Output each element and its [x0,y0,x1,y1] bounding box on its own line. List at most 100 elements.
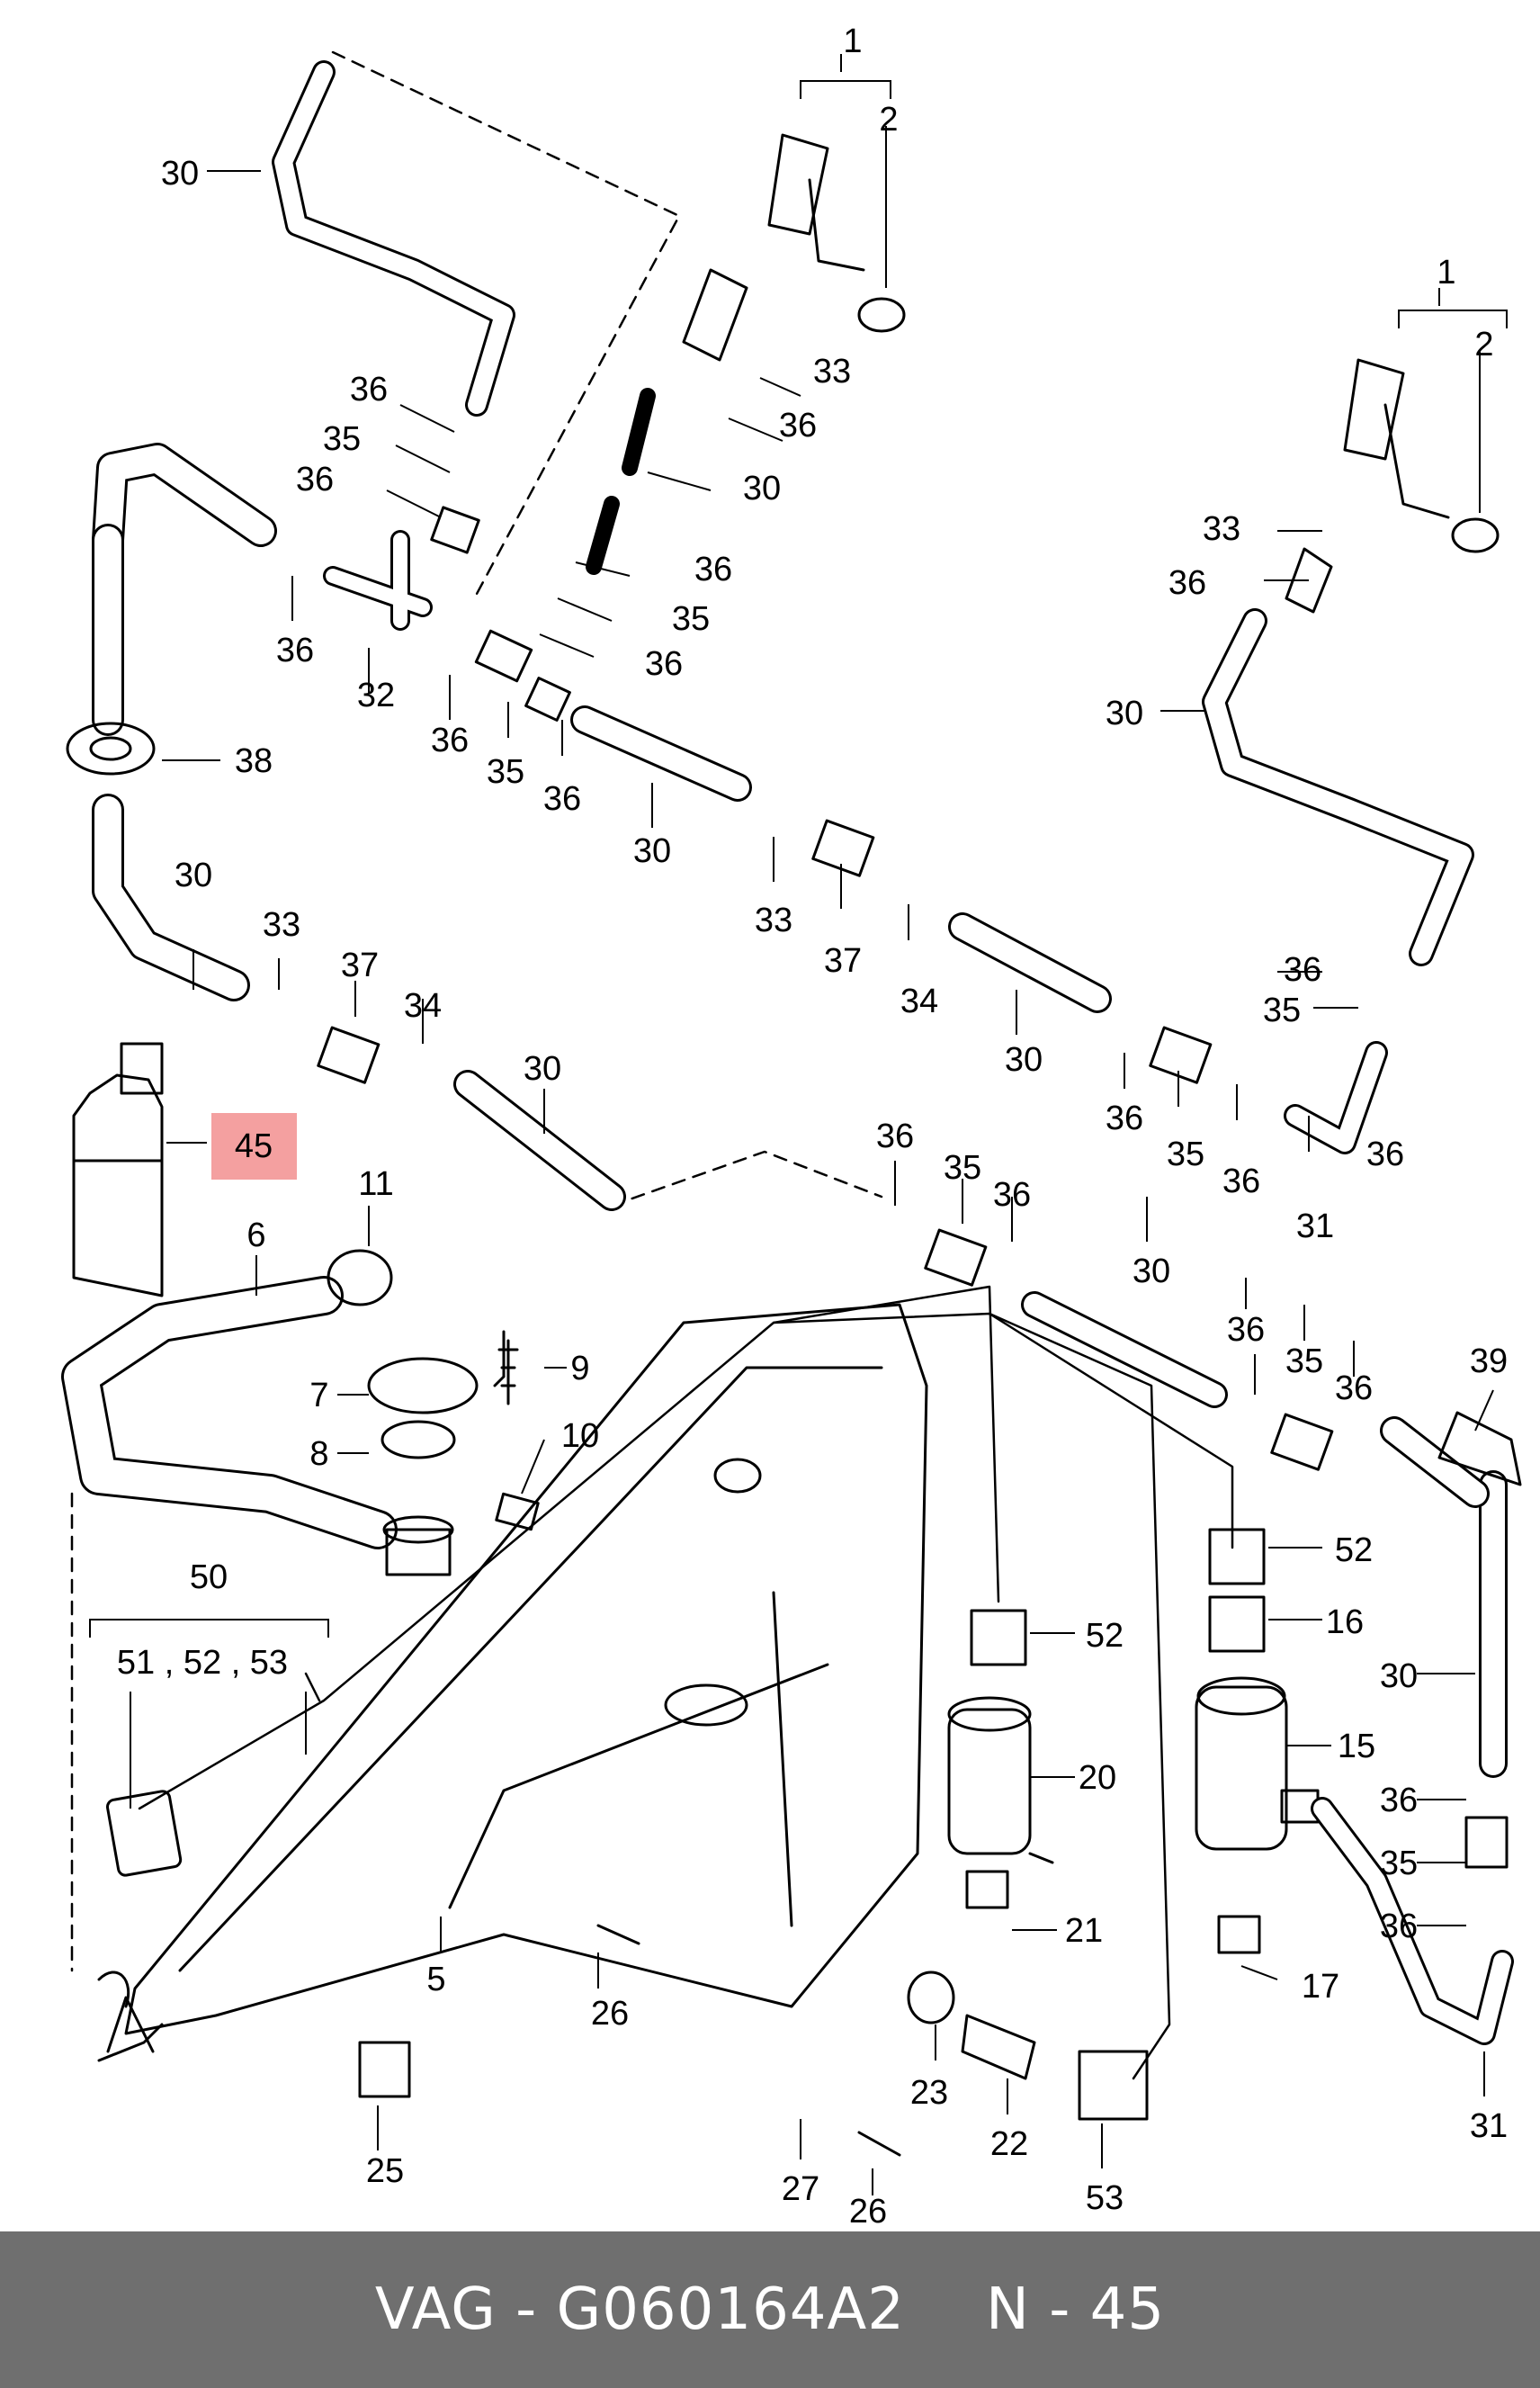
callout-label: 2 [879,101,898,139]
callout-label: 36 [1227,1311,1265,1349]
callout-label: 34 [404,987,442,1025]
callout-label: 35 [1285,1342,1323,1380]
callout-label: 52 [1086,1617,1124,1655]
callout-label: 36 [876,1118,914,1155]
dashed-guide-lines [70,50,883,1972]
callout-label: 36 [296,461,334,498]
callout-label: 8 [309,1435,328,1473]
callout-label: 35 [1167,1136,1204,1173]
callout-label: 30 [524,1050,561,1088]
screw-26a [596,1924,640,1945]
callout-label: 20 [1079,1759,1116,1797]
callout-label: 33 [755,902,792,939]
item-number-text: N - 45 [986,2276,1166,2343]
callout-labels: 1 2 1 2 30 36 35 36 36 32 36 35 36 38 33… [117,22,1508,2231]
callout-label: 27 [782,2170,819,2208]
pump-20 [947,1696,1054,1909]
callout-label: 11 [358,1165,393,1203]
callout-label: 2 [1474,326,1493,364]
callout-label: 51 , 52 , 53 [117,1644,288,1682]
hose-30-top-left [92,60,515,736]
callout-label: 21 [1065,1912,1103,1950]
callout-label: 30 [1133,1252,1170,1290]
callout-label: 30 [1005,1041,1043,1079]
callout-label: 36 [1106,1100,1143,1137]
callout-label: 37 [341,947,379,984]
callout-label: 52 [1335,1531,1373,1569]
callout-label: 36 [431,722,469,759]
screw-26b [857,2131,901,2157]
callout-label: 16 [1326,1603,1364,1641]
grommet-38 [66,722,156,776]
callout-label: 26 [849,2193,887,2231]
callout-label: 30 [633,832,671,870]
connectors [106,1528,1266,2121]
callout-label: 22 [990,2125,1028,2163]
callout-label: 30 [743,470,781,507]
callout-label: 26 [591,1995,629,2033]
sensor-22 [961,2014,1036,2080]
pump-15 [1195,1676,1320,1954]
callout-label: 36 [1284,951,1321,989]
part-number-text: VAG - G060164A2 [374,2276,906,2343]
callout-label: 32 [357,677,395,714]
callout-label: 31 [1296,1207,1334,1245]
callout-label: 36 [1366,1136,1404,1173]
callout-label: 5 [426,1961,445,1998]
callout-label: 31 [1470,2107,1508,2145]
callout-label: 35 [1380,1845,1418,1882]
callout-label: 36 [1335,1369,1373,1407]
cap-39 [1437,1411,1522,1486]
screw-9 [497,1339,519,1405]
callout-label: 7 [309,1377,328,1414]
grommet-23 [907,1971,955,2024]
callout-label: 36 [1222,1163,1260,1200]
callout-label: 15 [1338,1728,1375,1765]
callout-label: 10 [561,1417,599,1455]
wiring-harness [138,1285,1234,2080]
callout-label: 35 [1263,992,1301,1029]
parts-diagram: 1 2 1 2 30 36 35 36 36 32 36 35 36 38 33… [61,22,1522,2231]
reservoir-5 [97,1303,928,2062]
callout-label: 35 [323,420,361,458]
clamps [317,506,1509,1869]
callout-label: 36 [645,645,683,683]
callout-label: 30 [1380,1657,1418,1695]
callout-label: 33 [1203,510,1240,548]
callout-label: 53 [1086,2179,1124,2217]
callout-label: 1 [843,22,862,60]
callout-label: 30 [175,857,212,894]
callout-label: 30 [1106,695,1143,732]
callout-label: 35 [944,1149,981,1187]
callout-label: 36 [779,407,817,444]
callout-45-highlight [211,1113,297,1180]
callout-label: 35 [487,753,524,791]
callout-label: 36 [276,632,314,669]
spray-nozzle-left [586,133,906,575]
callout-label: 38 [235,742,273,780]
callout-label: 36 [993,1176,1031,1214]
callout-label: 36 [1168,564,1206,602]
callout-label: 45 [235,1127,273,1165]
callout-label: 50 [190,1558,228,1596]
callout-label: 17 [1302,1968,1339,2006]
part-number-footer: VAG - G060164A2 N - 45 [0,2231,1540,2388]
filler-neck [61,1249,540,1576]
callout-label: 23 [910,2074,948,2112]
callout-label: 36 [543,780,581,818]
callout-label: 37 [824,942,862,980]
callout-label: 6 [246,1216,265,1254]
callout-label: 9 [570,1350,589,1387]
callout-label: 33 [263,906,300,944]
callout-label: 36 [1380,1782,1418,1819]
callout-label: 36 [1380,1908,1418,1945]
callout-label: 34 [900,983,938,1020]
spray-nozzle-right [1285,358,1500,614]
fluid-bottle-45 [72,1042,164,1297]
leader-lines [89,54,1508,2195]
callout-label: 36 [350,371,388,408]
callout-label: 35 [672,600,710,638]
callout-label: 39 [1470,1342,1508,1380]
callout-label: 36 [694,551,732,588]
callout-label: 30 [161,155,199,193]
